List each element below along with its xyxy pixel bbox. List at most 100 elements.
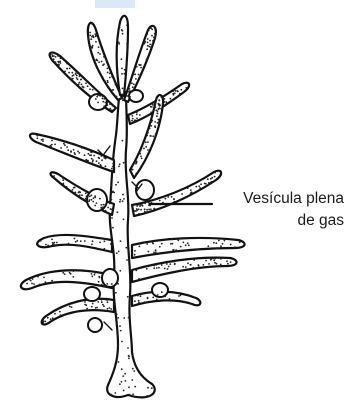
stipple-dot [140, 155, 142, 157]
stipple-dot [133, 370, 135, 372]
stipple-dot [66, 68, 68, 70]
stipple-dot [168, 266, 170, 268]
stipple-dot [132, 368, 134, 370]
stipple-dot [137, 295, 139, 297]
stipple-dot [52, 60, 54, 62]
stipple-dot [220, 258, 222, 260]
stipple-dot [126, 24, 128, 26]
stipple-dot [102, 96, 104, 98]
stipple-dot [104, 102, 106, 104]
stipple-dot [191, 192, 193, 194]
stipple-dot [121, 58, 123, 60]
stipple-dot [87, 194, 89, 196]
stipple-dot [94, 205, 96, 207]
stipple-dot [131, 91, 133, 93]
stipple-dot [175, 90, 177, 92]
stipple-dot [144, 211, 146, 213]
stipple-dot [63, 143, 65, 145]
stipple-dot [42, 140, 44, 142]
stipple-dot [146, 268, 148, 270]
stipple-dot [72, 302, 74, 304]
stipple-dot [105, 210, 107, 212]
stipple-dot [146, 33, 148, 35]
stipple-dot [184, 301, 186, 303]
vesicle-8 [152, 283, 168, 297]
stipple-dot [57, 64, 59, 66]
stipple-dot [187, 187, 189, 189]
stipple-dot [43, 320, 45, 322]
stipple-dot [138, 300, 140, 302]
stipple-dot [107, 68, 109, 70]
stipple-dot [91, 243, 93, 245]
stipple-dot [97, 52, 99, 54]
stipple-dot [181, 250, 183, 252]
stipple-dot [77, 72, 79, 74]
stipple-dot [204, 183, 206, 185]
stipple-dot [146, 48, 148, 50]
stipple-dot [150, 208, 152, 210]
stipple-dot [180, 89, 182, 91]
stipple-dot [146, 209, 148, 211]
stipple-dot [220, 264, 222, 266]
vesicle-7 [88, 318, 102, 332]
stipple-dot [111, 168, 113, 170]
stipple-dot [146, 395, 148, 397]
leaf-top-2 [117, 16, 128, 96]
stipple-dot [92, 201, 94, 203]
stipple-dot [208, 183, 210, 185]
stipple-dot [164, 198, 166, 200]
stipple-dot [136, 161, 138, 163]
stipple-dot [62, 272, 64, 274]
stipple-dot [93, 197, 95, 199]
stipple-dot [60, 314, 62, 316]
stipple-dot [216, 247, 218, 249]
stipple-dot [230, 261, 232, 263]
stipple-dot [72, 189, 74, 191]
stipple-dot [44, 321, 46, 323]
stipple-dot [101, 155, 103, 157]
stipple-dot [107, 301, 109, 303]
stipple-dot [117, 317, 119, 319]
stipple-dot [68, 243, 70, 245]
stipple-dot [52, 281, 54, 283]
stipple-dot [157, 110, 159, 112]
stipple-dot [76, 240, 78, 242]
stipple-dot [111, 283, 113, 285]
stipple-dot [152, 135, 154, 137]
stipple-dot [64, 273, 66, 275]
stipple-dot [91, 36, 93, 38]
stipple-dot [133, 83, 135, 85]
stipple-dot [169, 263, 171, 265]
stipple-dot [151, 35, 153, 37]
stipple-dot [111, 159, 113, 161]
stipple-dot [78, 152, 80, 154]
stipple-dot [181, 189, 183, 191]
stipple-dot [111, 199, 113, 201]
stipple-dot [156, 267, 158, 269]
stipple-dot [146, 115, 148, 117]
stipple-dot [132, 118, 134, 120]
stipple-dot [92, 161, 94, 163]
stipple-dot [119, 92, 121, 94]
stipple-dot [151, 387, 153, 389]
stipple-dot [118, 361, 120, 363]
stipple-dot [172, 249, 174, 251]
stipple-dot [147, 132, 149, 134]
stipple-dot [132, 393, 134, 395]
stipple-dot [185, 244, 187, 246]
stipple-dot [101, 301, 103, 303]
stipple-dot [146, 211, 148, 213]
stipple-dot [51, 239, 53, 241]
stipple-dot [150, 27, 152, 29]
stipple-dot [72, 276, 74, 278]
stipple-dot [156, 299, 158, 301]
stipple-dot [59, 311, 61, 313]
stipple-dot [62, 179, 64, 181]
stipple-dot [112, 163, 114, 165]
stipple-dot [161, 264, 163, 266]
stipple-dot [215, 242, 217, 244]
stipple-dot [127, 347, 129, 349]
stipple-dot [121, 341, 123, 343]
stipple-dot [133, 121, 135, 123]
stipple-dot [111, 89, 113, 91]
